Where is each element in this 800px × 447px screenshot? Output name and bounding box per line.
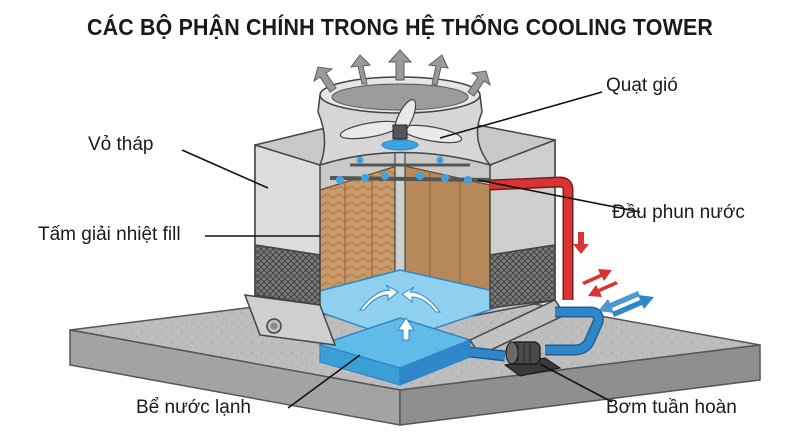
circulation-arrow-icon [358,284,442,341]
pump-icon [503,341,562,377]
label-nozzle: Đầu phun nước [612,202,745,223]
label-fan: Quạt gió [606,75,678,96]
hot-water-inlet-pipe [489,176,589,300]
cold-water-outlet-pipe [469,306,604,362]
fan-blade-icon [339,99,463,151]
tower-shell-left [243,143,337,346]
hot-flow-arrows [582,269,618,297]
spray-nozzle-icon [336,156,472,184]
cold-flow-arrow [598,291,654,317]
title: CÁC BỘ PHẬN CHÍNH TRONG HỆ THỐNG COOLING… [86,14,714,40]
label-pump: Bơm tuần hoàn [606,397,737,418]
leader-lines [181,91,641,409]
label-shell: Vỏ tháp [88,134,154,155]
cold-water-basin [282,269,528,386]
exhaust-arrow-icon [313,49,491,97]
spray-header [329,163,491,182]
label-basin: Bể nước lạnh [136,397,251,418]
label-fill: Tấm giải nhiệt fill [38,224,181,245]
